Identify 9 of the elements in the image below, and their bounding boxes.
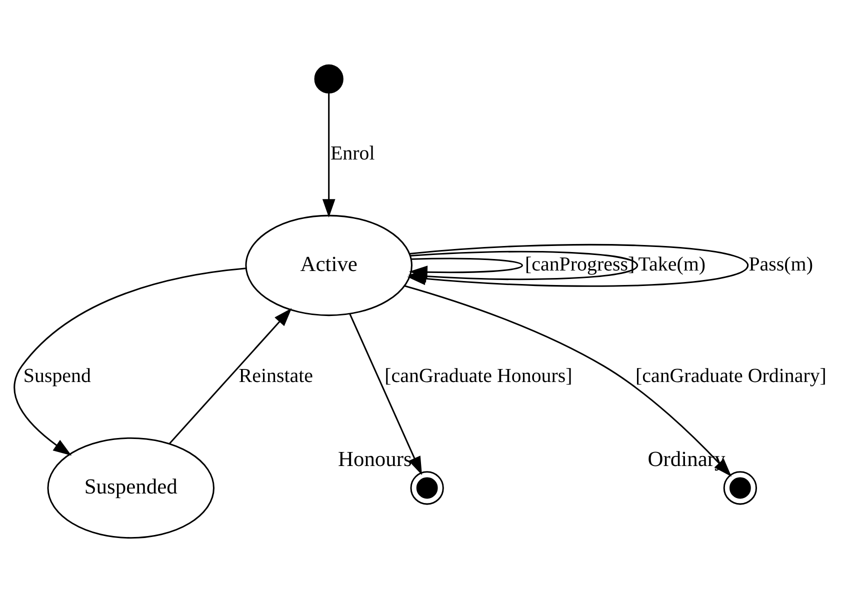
edge-label: Take(m) <box>638 254 706 276</box>
edge-label: [canGraduate Honours] <box>384 364 572 387</box>
edge-label: [canProgress] <box>524 254 635 276</box>
node-label: Honours <box>338 447 412 472</box>
edge-label: Enrol <box>330 142 375 164</box>
edge-label: [canGraduate Ordinary] <box>635 364 826 387</box>
edge-label: Suspend <box>23 364 91 387</box>
edge-label: Reinstate <box>238 364 314 387</box>
edge-label: Pass(m) <box>748 254 813 276</box>
